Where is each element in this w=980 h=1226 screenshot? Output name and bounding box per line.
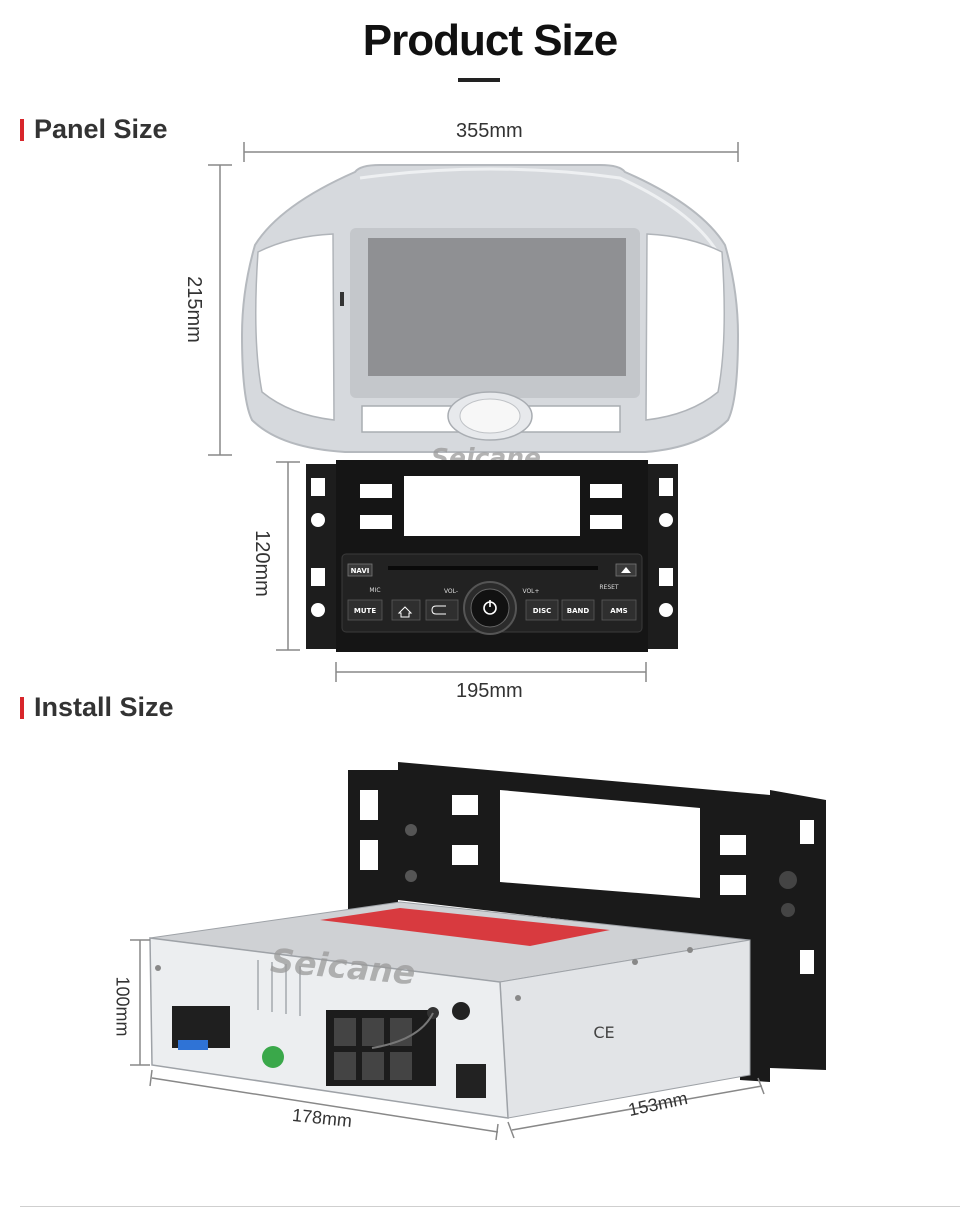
- ams-label: AMS: [610, 607, 627, 615]
- panel-width-dimension-line: [243, 142, 739, 162]
- bottom-divider: [20, 1206, 960, 1207]
- vol-minus-label: VOL-: [444, 588, 458, 595]
- frame-width-label: 195mm: [456, 680, 523, 702]
- install-size-label: Install Size: [34, 692, 174, 722]
- unit-height-label: 100mm: [112, 976, 133, 1037]
- metal-chassis: CE: [149, 901, 751, 1119]
- silver-panel: [240, 164, 740, 453]
- panel-height-dimension-line: [208, 164, 232, 456]
- accent-bar: [20, 696, 24, 719]
- frame-height-dimension-line: [276, 461, 300, 651]
- reset-label: RESET: [599, 584, 619, 591]
- mute-label: MUTE: [354, 607, 376, 615]
- install-size-heading: Install Size: [20, 692, 174, 723]
- accent-bar: [20, 118, 24, 141]
- navi-label: NAVI: [351, 567, 370, 575]
- black-frame-panel: NAVI MIC VOL- VOL+ RESET MUTE DISC BAND …: [306, 460, 678, 652]
- back-icon: [431, 605, 446, 615]
- frame-width-dimension-line: [335, 662, 647, 682]
- panel-size-label: Panel Size: [34, 114, 168, 144]
- unit-depth-dimension-line: [507, 1077, 765, 1139]
- page-title: Product Size: [362, 16, 619, 65]
- panel-size-heading: Panel Size: [20, 114, 168, 145]
- title-underline: [458, 78, 500, 82]
- frame-height-label: 120mm: [250, 530, 273, 597]
- panel-height-label: 215mm: [182, 276, 205, 343]
- unit-height-dimension-line: [130, 939, 150, 1066]
- vol-plus-label: VOL+: [522, 588, 539, 595]
- svg-text:CE: CE: [593, 1023, 614, 1042]
- panel-width-label: 355mm: [456, 120, 523, 142]
- home-icon: [397, 606, 413, 618]
- disc-label: DISC: [533, 607, 552, 615]
- band-label: BAND: [567, 607, 590, 615]
- mic-label: MIC: [369, 587, 380, 594]
- unit-width-dimension-line: [149, 1069, 499, 1141]
